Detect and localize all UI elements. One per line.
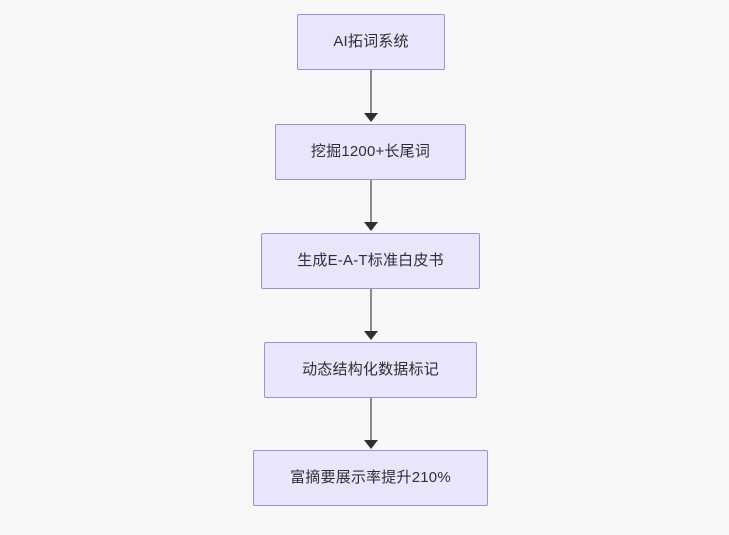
flow-edge-arrowhead-4 [364,440,378,449]
flow-edge-line-1 [370,70,372,115]
flow-edge-line-3 [370,289,372,333]
flow-edge-line-4 [370,398,372,441]
flow-node-mine-longtail-keywords[interactable]: 挖掘1200+长尾词 [275,124,466,180]
flow-node-dynamic-structured-data-markup[interactable]: 动态结构化数据标记 [264,342,477,398]
flow-node-generate-eat-whitepaper[interactable]: 生成E-A-T标准白皮书 [261,233,480,289]
flow-node-label: 富摘要展示率提升210% [290,469,451,486]
flow-node-label: AI拓词系统 [333,33,409,50]
flow-edge-arrowhead-1 [364,113,378,122]
flow-node-label: 挖掘1200+长尾词 [310,143,431,160]
flow-edge-arrowhead-3 [364,331,378,340]
flow-node-rich-snippet-impression-lift[interactable]: 富摘要展示率提升210% [253,450,488,506]
flow-node-label: 动态结构化数据标记 [302,361,439,378]
flow-edge-arrowhead-2 [364,222,378,231]
flow-edge-line-2 [370,180,372,224]
flow-node-ai-keyword-system[interactable]: AI拓词系统 [297,14,445,70]
flow-node-label: 生成E-A-T标准白皮书 [297,252,444,269]
